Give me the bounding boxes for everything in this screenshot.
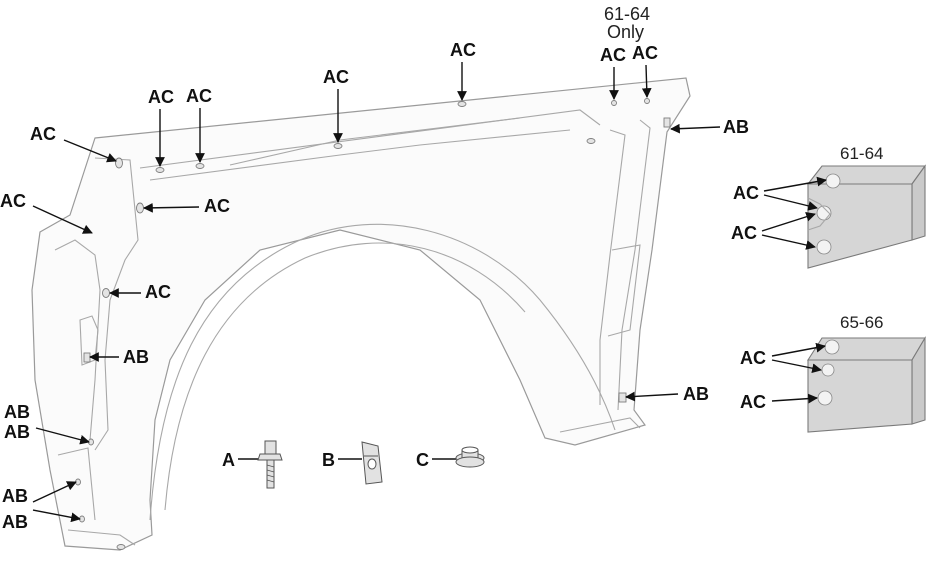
callout-ac-9: AC bbox=[204, 196, 230, 216]
hardware-b-key: B bbox=[322, 450, 335, 470]
callout-ac-6: AC bbox=[632, 43, 658, 63]
leader-ac-6 bbox=[641, 64, 652, 98]
callout-ab-1: AB bbox=[723, 117, 749, 137]
callout-ab-4: AB bbox=[4, 422, 30, 442]
leader-ab-5 bbox=[32, 481, 77, 503]
bracket-61-64: 61-64 bbox=[806, 144, 927, 269]
hardware-b-clip-nut: B bbox=[322, 441, 383, 485]
bolt-flange-icon bbox=[257, 453, 283, 461]
hardware-a-key: A bbox=[222, 450, 235, 470]
callout-ac-10: AC bbox=[145, 282, 171, 302]
callout-ac-1: AC bbox=[148, 87, 174, 107]
hardware-c-flange-nut: C bbox=[416, 446, 485, 470]
hardware-c-key: C bbox=[416, 450, 429, 470]
leader-ac-7 bbox=[63, 139, 117, 163]
leader-ac-12 bbox=[763, 194, 818, 211]
callout-ab-5: AB bbox=[2, 486, 28, 506]
leader-ac-14 bbox=[761, 234, 816, 250]
callout-ab-2: AB bbox=[123, 347, 149, 367]
bracket-65-66-title: 65-66 bbox=[840, 313, 883, 332]
leader-ac-13 bbox=[761, 212, 816, 232]
callout-ac-5: AC bbox=[600, 45, 626, 65]
callout-ac-2: AC bbox=[186, 86, 212, 106]
callout-ac-14: AC bbox=[740, 392, 766, 412]
leader-ac-17 bbox=[771, 393, 818, 404]
callout-ab-3: AB bbox=[4, 402, 30, 422]
callout-ac-3: AC bbox=[323, 67, 349, 87]
fender-holes bbox=[75, 98, 671, 550]
note-years: 61-64 bbox=[604, 4, 650, 24]
callout-ab-7: AB bbox=[683, 384, 709, 404]
hardware-a-bolt: A bbox=[222, 440, 283, 489]
leader-ac-15 bbox=[771, 342, 826, 357]
leader-ab-7 bbox=[625, 391, 679, 402]
bracket-65-66: 65-66 bbox=[806, 313, 926, 433]
note-only: Only bbox=[607, 22, 644, 42]
leader-ac-9 bbox=[143, 202, 200, 213]
callout-ac-8: AC bbox=[0, 191, 26, 211]
fender-panel bbox=[31, 77, 691, 551]
bolt-head-icon bbox=[264, 440, 277, 455]
bolt-shank-icon bbox=[266, 459, 275, 489]
leader-ab-6 bbox=[32, 509, 81, 523]
callout-ac-4: AC bbox=[450, 40, 476, 60]
callout-ac-12: AC bbox=[731, 223, 757, 243]
callout-ac-7: AC bbox=[30, 124, 56, 144]
leader-ac-11 bbox=[763, 176, 827, 192]
leader-ac-16 bbox=[771, 359, 822, 374]
callout-ac-13: AC bbox=[740, 348, 766, 368]
callout-ab-6: AB bbox=[2, 512, 28, 532]
callout-ac-11: AC bbox=[733, 183, 759, 203]
leader-ab-1 bbox=[670, 123, 721, 134]
bracket-61-64-title: 61-64 bbox=[840, 144, 883, 163]
leader-ac-8 bbox=[32, 205, 93, 234]
leader-ab-3 bbox=[35, 427, 90, 445]
